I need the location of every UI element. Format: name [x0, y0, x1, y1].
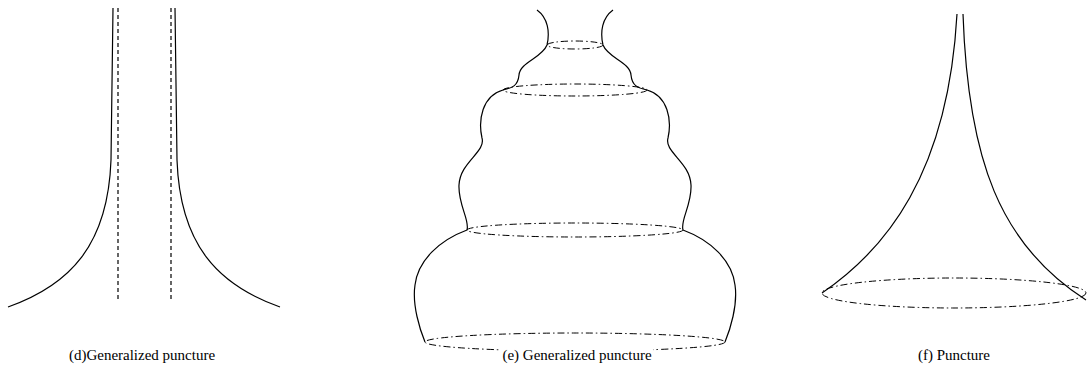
asymptote-line: [117, 8, 118, 300]
figure-caption: (e) Generalized puncture: [500, 347, 653, 364]
asymptote-line: [170, 8, 171, 300]
cross-section: [503, 84, 647, 96]
profile-curve: [8, 8, 113, 307]
profile-curve: [414, 10, 548, 342]
profile-curve: [822, 14, 957, 293]
generalized-puncture-e: [414, 10, 735, 351]
figure-caption: (d)Generalized puncture: [67, 347, 217, 364]
cross-section: [467, 223, 683, 237]
profile-curve: [175, 8, 280, 307]
profile-curve: [963, 14, 1086, 300]
figure-caption: (f) Puncture: [916, 347, 992, 364]
profile-curve: [602, 10, 736, 342]
cross-section: [547, 41, 603, 49]
cross-section: [822, 278, 1086, 308]
puncture-f: [822, 14, 1086, 308]
generalized-puncture-d: [8, 8, 280, 307]
